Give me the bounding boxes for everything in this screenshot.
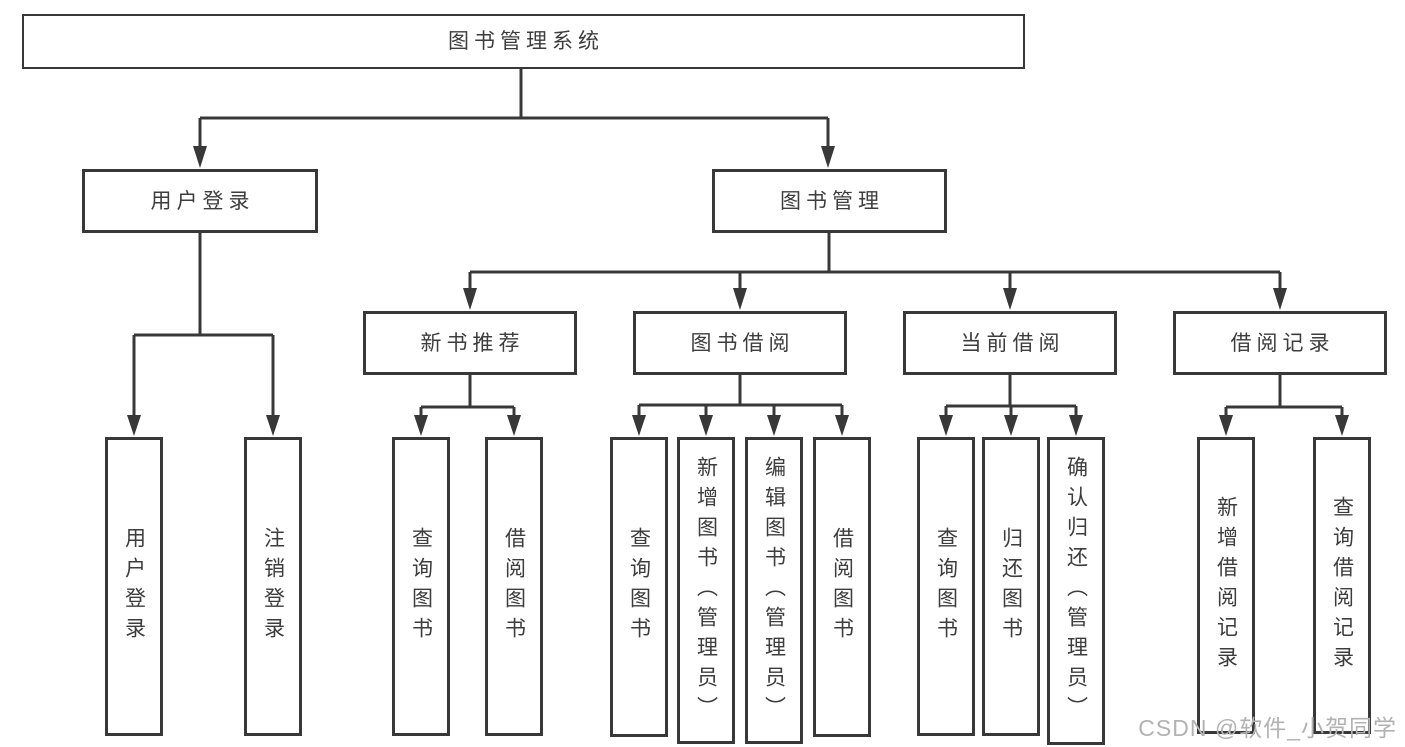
leaf-confirm-return-admin: 确认归还（管理员） (1047, 437, 1105, 745)
leaf-query-book-current: 查询图书 (917, 437, 975, 736)
leaf-logout: 注销登录 (244, 437, 302, 736)
node-label: 当前借阅 (960, 331, 1065, 355)
node-label: 注销登录 (261, 526, 285, 647)
node-book-management: 图书管理 (712, 169, 947, 233)
node-user-login: 用户登录 (82, 169, 318, 233)
leaf-borrow-book: 借阅图书 (813, 437, 871, 737)
node-new-book-recommend: 新书推荐 (363, 311, 577, 375)
node-label: 图书管理 (780, 189, 884, 213)
leaf-query-book-recommend: 查询图书 (392, 437, 450, 736)
node-label: 图书借阅 (690, 331, 795, 355)
node-label: 确认归还（管理员） (1064, 456, 1088, 726)
watermark: CSDN @软件_小贺同学 (1138, 715, 1397, 741)
leaf-borrow-book-recommend: 借阅图书 (485, 437, 543, 736)
node-current-borrowing: 当前借阅 (903, 311, 1117, 375)
node-label: 查询借阅记录 (1330, 495, 1354, 676)
node-label: 用户登录 (150, 189, 255, 213)
node-label: 新增借阅记录 (1214, 495, 1238, 676)
node-label: 查询图书 (409, 526, 433, 647)
node-book-borrowing: 图书借阅 (633, 311, 847, 375)
node-label: 借阅记录 (1230, 331, 1335, 355)
arrowheads (127, 146, 1349, 436)
leaf-return-book: 归还图书 (982, 437, 1040, 736)
node-label: 用户登录 (122, 526, 146, 647)
leaf-query-book-borrow: 查询图书 (610, 437, 668, 737)
node-label: 借阅图书 (830, 527, 854, 647)
leaf-edit-book-admin: 编辑图书（管理员） (745, 437, 803, 744)
node-label: 查询图书 (934, 526, 958, 647)
node-label: 借阅图书 (502, 526, 526, 647)
node-label: 编辑图书（管理员） (762, 455, 786, 726)
node-label: 查询图书 (627, 527, 651, 647)
node-label: 新增图书（管理员） (694, 455, 718, 726)
leaf-query-borrow-record: 查询借阅记录 (1313, 437, 1371, 734)
node-label: 新书推荐 (420, 331, 525, 355)
node-borrowing-records: 借阅记录 (1173, 311, 1387, 375)
connector-path (132, 69, 1344, 416)
node-label: 归还图书 (999, 526, 1023, 647)
leaf-add-borrow-record: 新增借阅记录 (1197, 437, 1255, 734)
node-library-management-system: 图书管理系统 (22, 14, 1025, 69)
node-label: 图书管理系统 (448, 30, 604, 53)
leaf-user-login: 用户登录 (105, 437, 163, 736)
leaf-add-book-admin: 新增图书（管理员） (677, 437, 735, 744)
